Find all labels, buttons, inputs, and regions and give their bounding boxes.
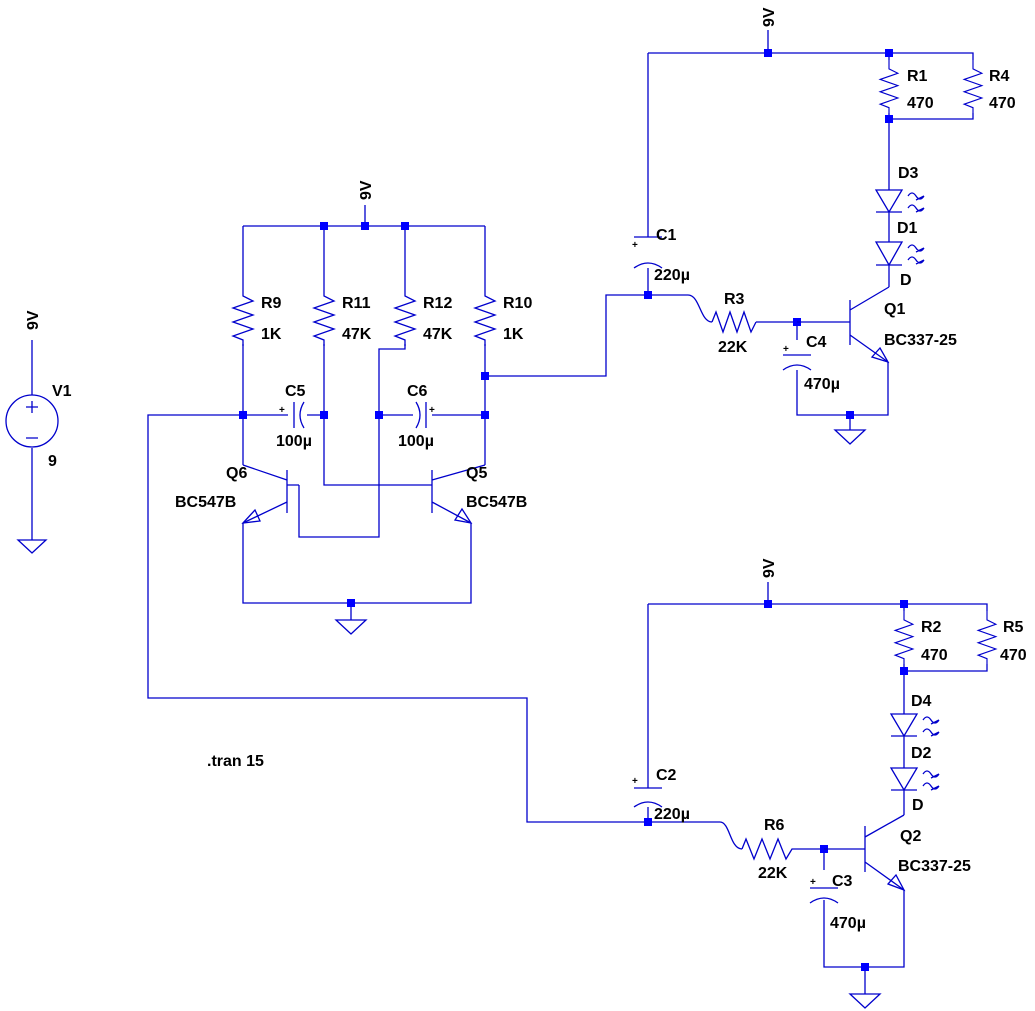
- svg-text:9V: 9V: [358, 180, 375, 200]
- svg-text:BC547B: BC547B: [175, 494, 236, 511]
- net-labels: 9V 9V 9V: [358, 7, 778, 578]
- svg-text:+: +: [632, 776, 638, 787]
- svg-text:100µ: 100µ: [276, 433, 312, 450]
- svg-text:9: 9: [48, 453, 57, 470]
- svg-text:470: 470: [989, 95, 1016, 112]
- svg-text:9V: 9V: [761, 7, 778, 27]
- svg-text:R4: R4: [989, 68, 1010, 85]
- svg-text:R6: R6: [764, 817, 785, 834]
- svg-text:R9: R9: [261, 295, 282, 312]
- svg-text:1K: 1K: [261, 326, 282, 343]
- svg-text:Q6: Q6: [226, 465, 247, 482]
- svg-text:470: 470: [907, 95, 934, 112]
- svg-text:C5: C5: [285, 383, 306, 400]
- r12-resistor: [394, 285, 416, 347]
- svg-text:470: 470: [921, 647, 948, 664]
- svg-text:C4: C4: [806, 334, 827, 351]
- r2-resistor: [894, 610, 914, 665]
- svg-text:+: +: [783, 344, 789, 355]
- r5-resistor: [977, 610, 997, 665]
- svg-text:R5: R5: [1003, 619, 1024, 636]
- svg-text:D: D: [912, 797, 924, 814]
- svg-text:+: +: [632, 240, 638, 251]
- svg-text:Q5: Q5: [466, 465, 487, 482]
- svg-text:Q2: Q2: [900, 828, 921, 845]
- svg-text:D2: D2: [911, 745, 932, 762]
- svg-text:47K: 47K: [423, 326, 453, 343]
- svg-text:100µ: 100µ: [398, 433, 434, 450]
- svg-text:220µ: 220µ: [654, 267, 690, 284]
- svg-text:D4: D4: [911, 693, 932, 710]
- svg-text:C6: C6: [407, 383, 428, 400]
- svg-text:R1: R1: [907, 68, 928, 85]
- svg-text:22K: 22K: [758, 865, 788, 882]
- leds: D3 D1 D D4 D2 D: [874, 165, 940, 814]
- capacitors: + C1 220µ + C2 220µ + C4 470µ + C3 470µ …: [276, 227, 866, 932]
- svg-text:22K: 22K: [718, 339, 748, 356]
- svg-text:R12: R12: [423, 295, 452, 312]
- svg-text:BC337-25: BC337-25: [884, 332, 957, 349]
- resistors: R9 1K R11 47K R12 47K R10 1K R1 470 R4 4…: [232, 59, 1027, 882]
- r10-resistor: [474, 285, 496, 347]
- svg-text:1K: 1K: [503, 326, 524, 343]
- svg-text:47K: 47K: [342, 326, 372, 343]
- svg-text:C3: C3: [832, 873, 853, 890]
- svg-text:Q1: Q1: [884, 301, 905, 318]
- wires: [16, 30, 988, 1009]
- svg-text:D1: D1: [897, 220, 918, 237]
- r6-resistor: [741, 837, 800, 861]
- r3-resistor: [711, 310, 757, 334]
- svg-text:220µ: 220µ: [654, 806, 690, 823]
- tran-directive: .tran 15: [207, 753, 264, 770]
- svg-text:+: +: [279, 405, 285, 416]
- svg-text:470µ: 470µ: [804, 376, 840, 393]
- net-label-9v: 9V: [25, 310, 42, 330]
- svg-text:D: D: [900, 272, 912, 289]
- svg-text:R3: R3: [724, 291, 745, 308]
- svg-text:R10: R10: [503, 295, 532, 312]
- svg-text:R11: R11: [342, 295, 371, 312]
- r1-resistor: [879, 59, 899, 114]
- svg-text:D3: D3: [898, 165, 919, 182]
- svg-text:470µ: 470µ: [830, 915, 866, 932]
- svg-text:R2: R2: [921, 619, 942, 636]
- r9-resistor: [232, 285, 254, 347]
- svg-text:V1: V1: [52, 383, 72, 400]
- svg-text:C2: C2: [656, 767, 677, 784]
- svg-text:BC337-25: BC337-25: [898, 858, 971, 875]
- svg-text:+: +: [429, 405, 435, 416]
- junctions: [239, 49, 908, 971]
- r11-resistor: [313, 285, 335, 347]
- svg-text:9V: 9V: [761, 558, 778, 578]
- svg-text:+: +: [810, 877, 816, 888]
- svg-text:C1: C1: [656, 227, 677, 244]
- svg-text:470: 470: [1000, 647, 1027, 664]
- transistors: Q6 BC547B Q5 BC547B Q1 BC337-25 Q2 BC337…: [175, 286, 971, 892]
- svg-text:BC547B: BC547B: [466, 494, 527, 511]
- v1-voltage-source: V1 9 9V: [5, 310, 72, 470]
- r4-resistor: [963, 59, 983, 114]
